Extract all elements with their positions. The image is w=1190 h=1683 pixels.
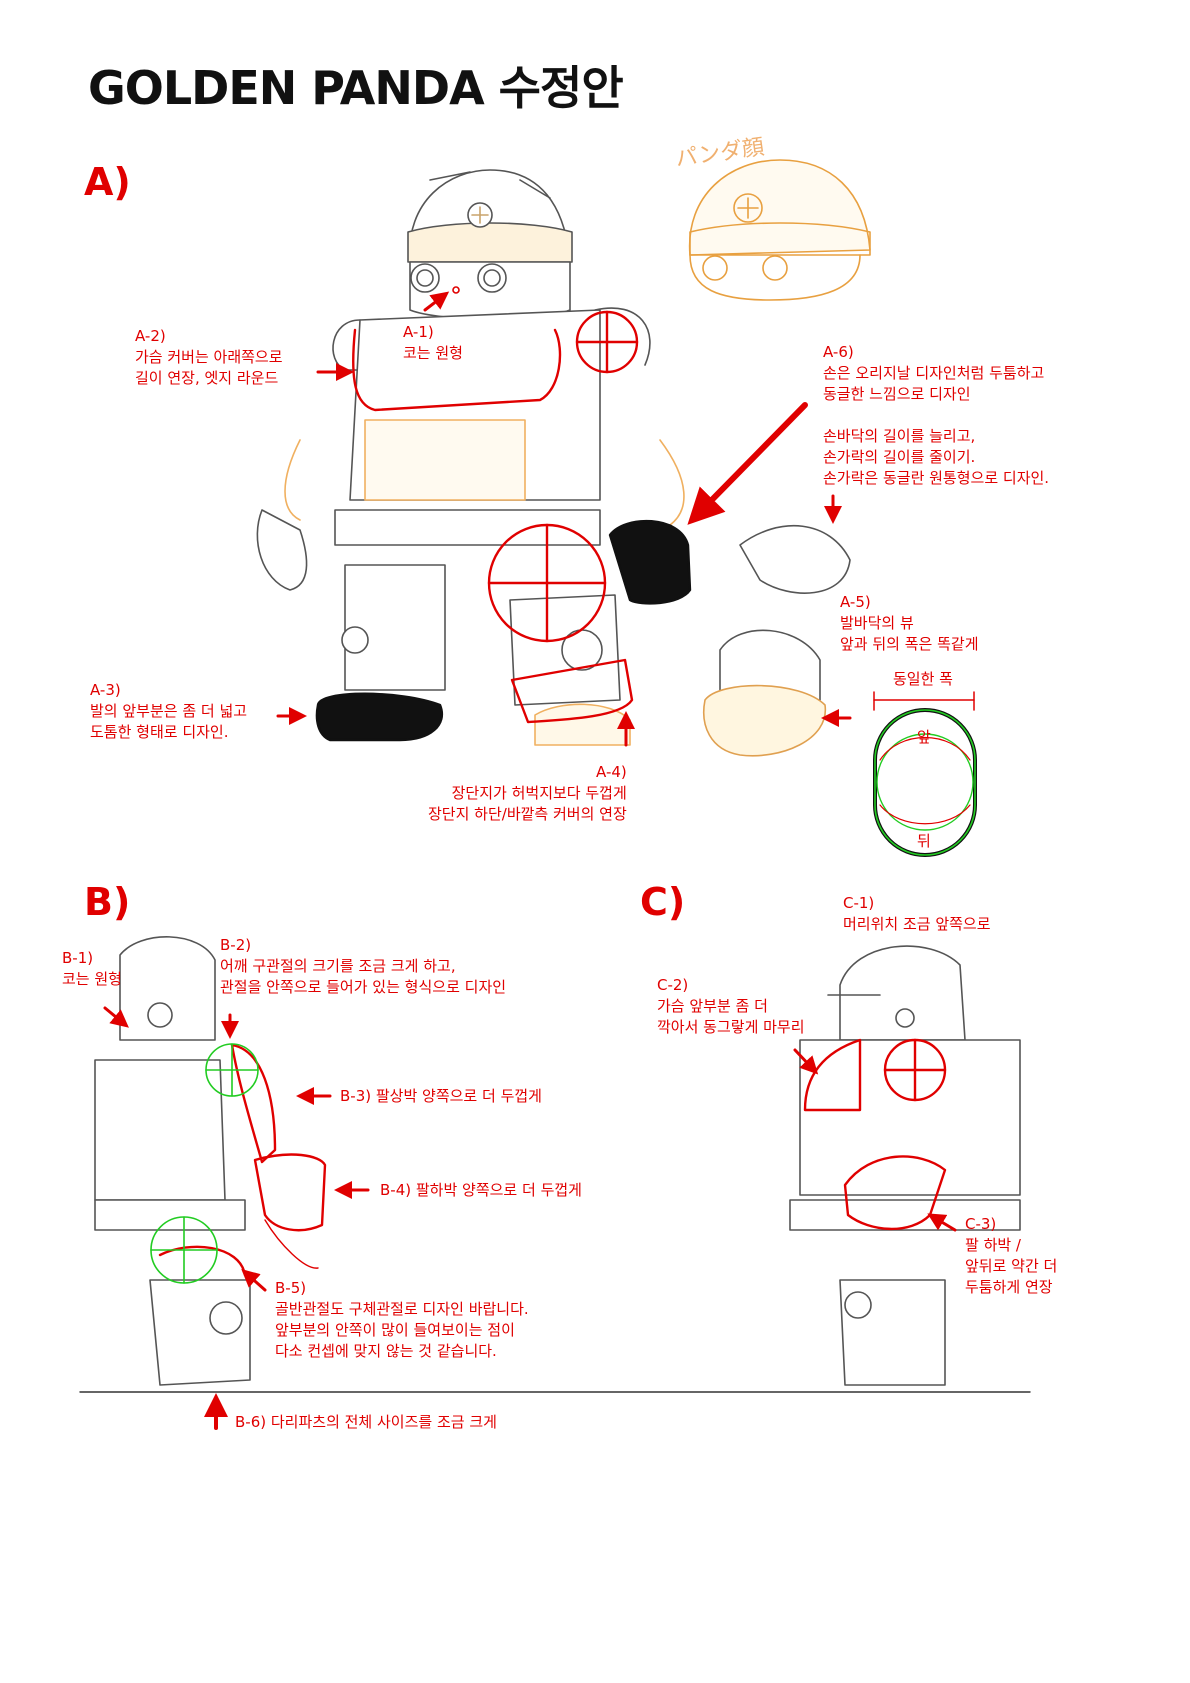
- head-sketch-orange: [688, 159, 871, 301]
- section-a-label: A): [84, 160, 131, 204]
- side-robot-c: [789, 945, 1021, 1386]
- revision-overlays-c: [793, 1038, 957, 1232]
- front-robot-sketch: [256, 169, 851, 757]
- note-a4: A-4) 장단지가 허벅지보다 두껍게 장단지 하단/바깥측 커버의 연장: [428, 763, 627, 823]
- note-b4: B-4) 팔하박 양쪽으로 더 두껍게: [380, 1181, 582, 1199]
- sole-width-label: 동일한 폭: [893, 670, 953, 688]
- sole-front-label: 앞: [917, 728, 931, 746]
- section-c-label: C): [640, 880, 686, 924]
- note-b3: B-3) 팔상박 양쪽으로 더 두껍게: [340, 1087, 542, 1105]
- note-c3: C-3) 팔 하박 / 앞뒤로 약간 더 두툼하게 연장: [965, 1215, 1058, 1296]
- note-b5: B-5) 골반관절도 구체관절로 디자인 바랍니다. 앞부분의 안쪽이 많이 들…: [275, 1279, 529, 1360]
- joint-circles-b: [150, 1043, 259, 1284]
- note-b2: B-2) 어깨 구관절의 크기를 조금 크게 하고, 관절을 안쪽으로 들어가 …: [220, 936, 507, 996]
- side-robot-b: [79, 936, 1031, 1393]
- note-a6: A-6) 손은 오리지날 디자인처럼 두툼하고 동글한 느낌으로 디자인 손바닥…: [823, 343, 1050, 487]
- section-b-label: B): [84, 880, 131, 924]
- sole-width-diagram: [873, 691, 977, 857]
- note-c2: C-2) 가슴 앞부분 좀 더 깍아서 동그랗게 마무리: [657, 976, 805, 1036]
- revision-overlays-b: [103, 1006, 370, 1430]
- revision-overlays-a: [276, 291, 852, 747]
- note-a1: A-1) 코는 원형: [403, 323, 463, 362]
- page-title: GOLDEN PANDA 수정안: [88, 61, 624, 115]
- note-a2: A-2) 가슴 커버는 아래쪽으로 길이 연장, 엣지 라운드: [135, 327, 283, 387]
- note-a5: A-5) 발바닥의 뷰 앞과 뒤의 폭은 똑같게: [840, 593, 979, 653]
- sole-back-label: 뒤: [917, 832, 931, 850]
- note-b6: B-6) 다리파츠의 전체 사이즈를 조금 크게: [235, 1413, 497, 1431]
- note-a3: A-3) 발의 앞부분은 좀 더 넓고 도톰한 형태로 디자인.: [90, 681, 248, 741]
- note-c1: C-1) 머리위치 조금 앞쪽으로: [843, 894, 991, 933]
- note-b1: B-1) 코는 원형: [62, 949, 122, 988]
